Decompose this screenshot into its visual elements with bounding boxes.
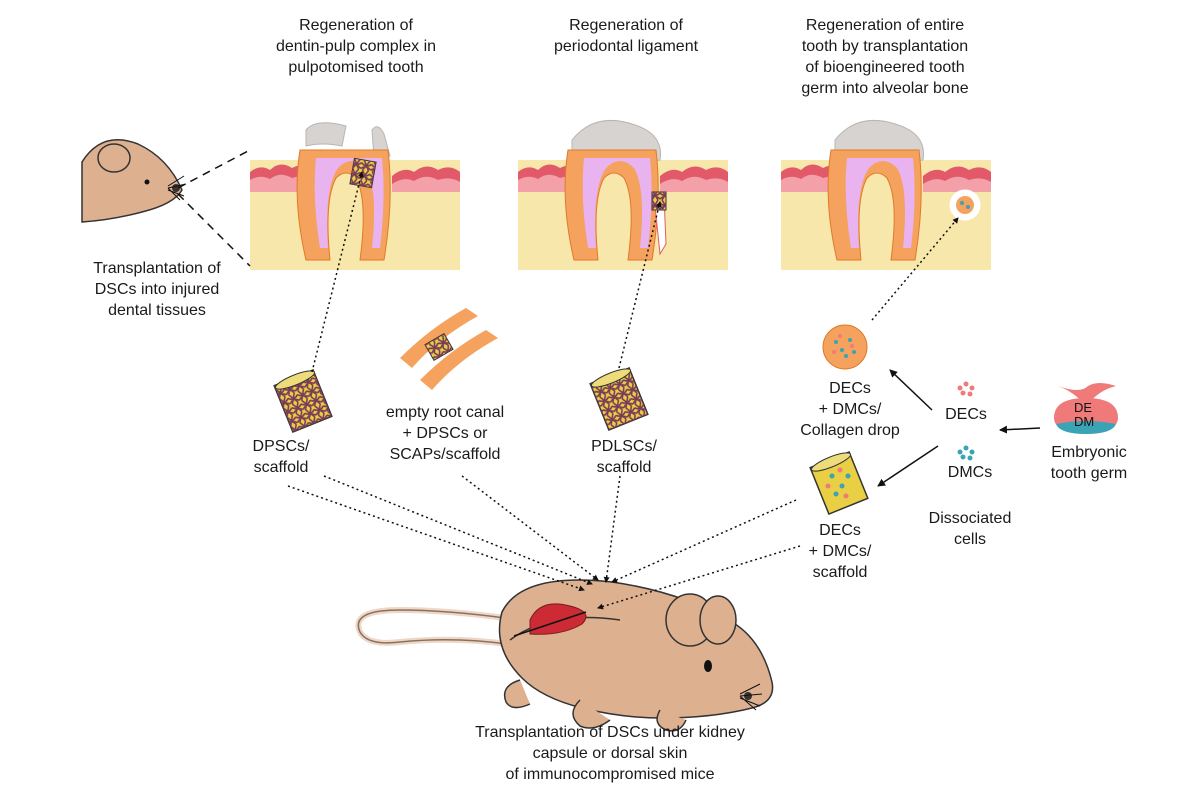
mouse-head-icon: [81, 139, 251, 267]
tooth-panel-pdl: [518, 119, 728, 270]
kidney-icon: [513, 603, 587, 637]
tooth-panel-pulpotomised: [250, 122, 460, 270]
label-dm: DM: [1074, 414, 1095, 429]
label-dec-dmc-scaffold: DECs+ DMCs/scaffold: [808, 522, 872, 581]
tooth-panel-entire: [781, 119, 991, 270]
label-decs: DECs: [945, 406, 987, 423]
dec-dmc-scaffold-icon: [809, 450, 869, 516]
root-canal-scaffold-icon: [400, 308, 498, 390]
arrows: [287, 171, 1041, 610]
collagen-drop-icon: [822, 324, 868, 370]
label-de: DE: [1074, 400, 1093, 415]
mouse-body-icon: [355, 579, 774, 732]
label-collagen-drop: DECs+ DMCs/Collagen drop: [800, 380, 900, 439]
label-dpsc-scaffold: DPSCs/scaffold: [252, 438, 310, 476]
dec-cells-icon: [957, 381, 975, 397]
label-dmcs: DMCs: [947, 464, 993, 481]
tooth-germ-icon: [1054, 383, 1118, 434]
dmc-cells-icon: [957, 445, 975, 461]
label-pdlsc-scaffold: PDLSCs/scaffold: [591, 438, 657, 476]
pdlsc-scaffold-icon: [589, 366, 649, 432]
dpsc-scaffold-icon: [273, 368, 333, 434]
